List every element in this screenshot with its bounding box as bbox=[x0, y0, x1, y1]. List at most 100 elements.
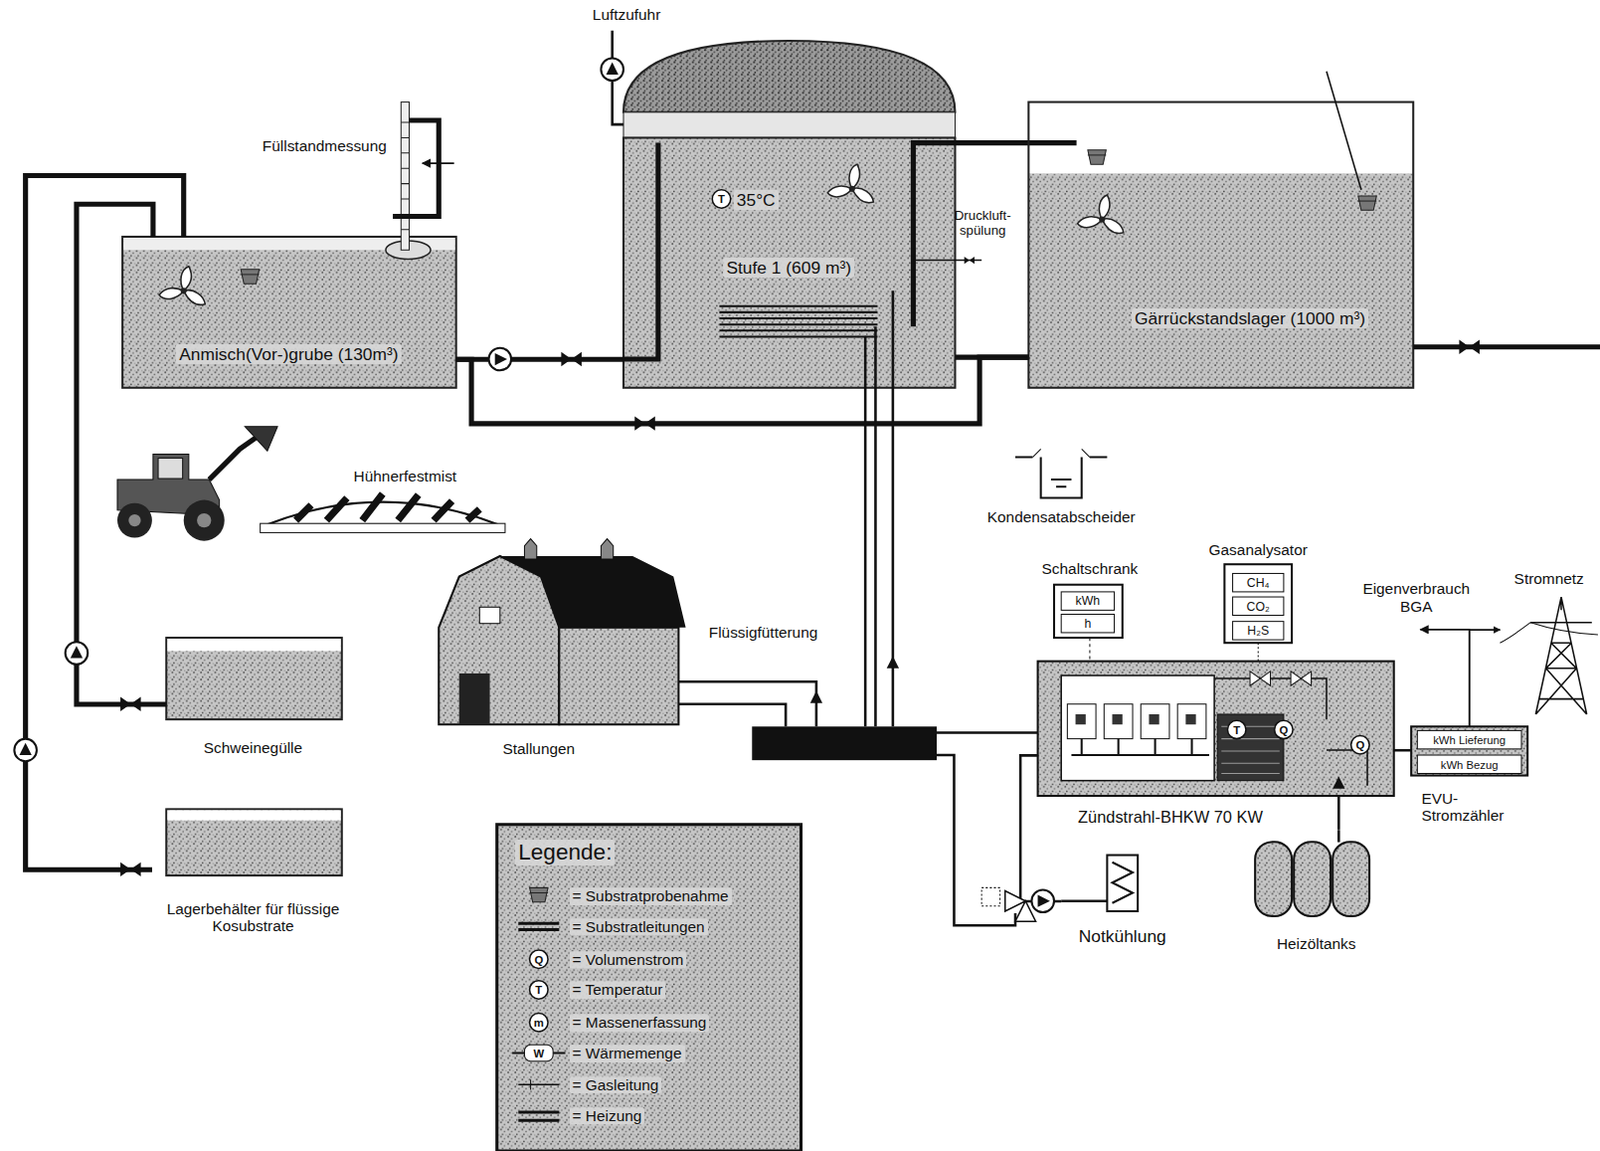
control-cabinet: SchaltschrankkWhh bbox=[1025, 555, 1148, 640]
heat-distributor bbox=[981, 887, 1000, 905]
digestate-store bbox=[1028, 173, 1414, 387]
pipe-connector bbox=[1337, 829, 1341, 842]
node-label: Stromnetz bbox=[1514, 569, 1585, 588]
pumps-and-valves bbox=[120, 862, 142, 877]
slurry-tanks bbox=[166, 637, 342, 719]
node-label: Gärrückstandslager (1000 m³) bbox=[1131, 308, 1369, 329]
mixing-pit bbox=[240, 269, 259, 284]
node-label: Stufe 1 (609 m³) bbox=[722, 257, 855, 278]
manure-heap bbox=[260, 523, 506, 533]
control-boxes bbox=[1054, 584, 1123, 638]
legend-entry: = Heizung bbox=[569, 1106, 646, 1125]
heat-distributor bbox=[1061, 898, 1107, 902]
node-text: CH₄ bbox=[1246, 575, 1270, 590]
chp-unit bbox=[1140, 704, 1170, 739]
fuel-tanks bbox=[1254, 841, 1292, 916]
annotation: Luftzufuhr bbox=[592, 6, 661, 25]
annotation: Füllstandmessung bbox=[262, 137, 387, 156]
meter-and-grid bbox=[1411, 596, 1599, 775]
cosubstrate-tank: Lagerbehälter für flüssige Kosubstrate bbox=[152, 809, 357, 942]
node-label: Lagerbehälter für flüssige Kosubstrate bbox=[156, 899, 351, 935]
digester bbox=[718, 306, 878, 338]
pumps-and-valves bbox=[1332, 776, 1345, 789]
wheel-loader bbox=[158, 458, 183, 480]
node-label: Notkühlung bbox=[1078, 925, 1167, 946]
pumps-and-valves bbox=[13, 57, 1480, 921]
condensate-trap bbox=[1015, 457, 1107, 499]
legend-box bbox=[518, 1111, 559, 1120]
pumps-and-valves bbox=[1458, 340, 1480, 355]
symbol-letter: Q bbox=[1278, 722, 1288, 736]
legend-box bbox=[530, 887, 548, 901]
digestate-store bbox=[1087, 150, 1106, 165]
node-text: CO₂ bbox=[1246, 598, 1270, 613]
symbol-letter: W bbox=[533, 1046, 544, 1060]
symbol-letter: Q bbox=[1355, 738, 1365, 752]
legend-box bbox=[530, 1078, 532, 1089]
node-text: H₂S bbox=[1246, 623, 1269, 638]
legend-entry: = Substratleitungen bbox=[569, 917, 709, 936]
condensate-trap: Kondensatabscheider bbox=[959, 449, 1164, 530]
pumps-and-valves bbox=[634, 415, 656, 430]
slurry-tank: Schweinegülle bbox=[166, 637, 342, 760]
node-label: Kondensatabscheider bbox=[987, 508, 1136, 527]
pipe-connector bbox=[76, 203, 167, 705]
digester bbox=[623, 112, 955, 139]
annotation: Flüssigfütterung bbox=[709, 623, 819, 642]
node-text: EVU- Stromzähler bbox=[1421, 789, 1539, 825]
meter-and-grid bbox=[1420, 629, 1469, 726]
pumps-and-valves bbox=[600, 57, 624, 81]
legend-entry: = Wärmemenge bbox=[569, 1044, 686, 1063]
mixing-pit bbox=[400, 122, 409, 230]
pumps-and-valves bbox=[13, 738, 37, 762]
node-label: kWh Lieferung bbox=[1432, 732, 1506, 746]
legend-entry: = Massenerfassung bbox=[569, 1013, 711, 1032]
chp-unit bbox=[1066, 704, 1096, 739]
pumps-and-valves bbox=[489, 348, 513, 371]
legend-box bbox=[518, 922, 559, 929]
control-boxes bbox=[1061, 591, 1114, 610]
digestate-store bbox=[1358, 195, 1377, 210]
pumps-and-valves bbox=[1005, 889, 1037, 921]
chp-unit bbox=[1217, 713, 1284, 781]
meter-and-grid bbox=[1530, 596, 1593, 714]
control-boxes bbox=[1061, 613, 1114, 632]
pipe-connector bbox=[1394, 748, 1412, 752]
node-label: Stallungen bbox=[502, 739, 575, 758]
legend-box bbox=[497, 824, 802, 1151]
pipe-connector bbox=[25, 175, 184, 870]
wheel-loader bbox=[117, 426, 278, 541]
legend-box bbox=[497, 824, 802, 1151]
chp-unit: Zündstrahl-BHKW 70 KW bbox=[1038, 661, 1395, 830]
chp-unit bbox=[1227, 719, 1245, 738]
pumps-and-valves bbox=[1031, 888, 1055, 912]
meter-and-grid bbox=[1417, 754, 1522, 773]
symbol-letter: m bbox=[533, 1016, 544, 1030]
chp-unit bbox=[1337, 795, 1341, 830]
chp-unit bbox=[1075, 713, 1086, 724]
chp-unit bbox=[1274, 719, 1293, 738]
digester-tank: Stufe 1 (609 m³) bbox=[623, 40, 955, 388]
chp-unit bbox=[1148, 713, 1159, 724]
wheel-loader bbox=[128, 514, 141, 527]
legend-entry: = Volumenstrom bbox=[569, 950, 688, 969]
condensate-trap bbox=[1032, 448, 1089, 457]
control-boxes bbox=[1233, 572, 1284, 591]
emergency-cooler: Notkühlung bbox=[1061, 852, 1184, 949]
mixing-pit bbox=[400, 102, 409, 251]
barn bbox=[479, 606, 501, 623]
mixing-pit bbox=[159, 266, 205, 306]
gas-analyzer: GasanalysatorCH₄CO₂H₂S bbox=[1194, 538, 1322, 646]
power-grid: Stromnetz bbox=[1499, 566, 1600, 720]
barn bbox=[438, 555, 559, 724]
wheel-loader bbox=[196, 513, 211, 528]
digestate-storage: Gärrückstandslager (1000 m³) bbox=[1028, 102, 1414, 388]
digester bbox=[623, 40, 955, 113]
node-label: Hühnerfestmist bbox=[354, 467, 458, 486]
digester bbox=[827, 164, 874, 203]
node-text: kWh Bezug bbox=[1440, 757, 1499, 771]
pipe-connector bbox=[456, 356, 624, 362]
chp-unit bbox=[1038, 661, 1395, 830]
mixing-pit bbox=[122, 102, 457, 388]
